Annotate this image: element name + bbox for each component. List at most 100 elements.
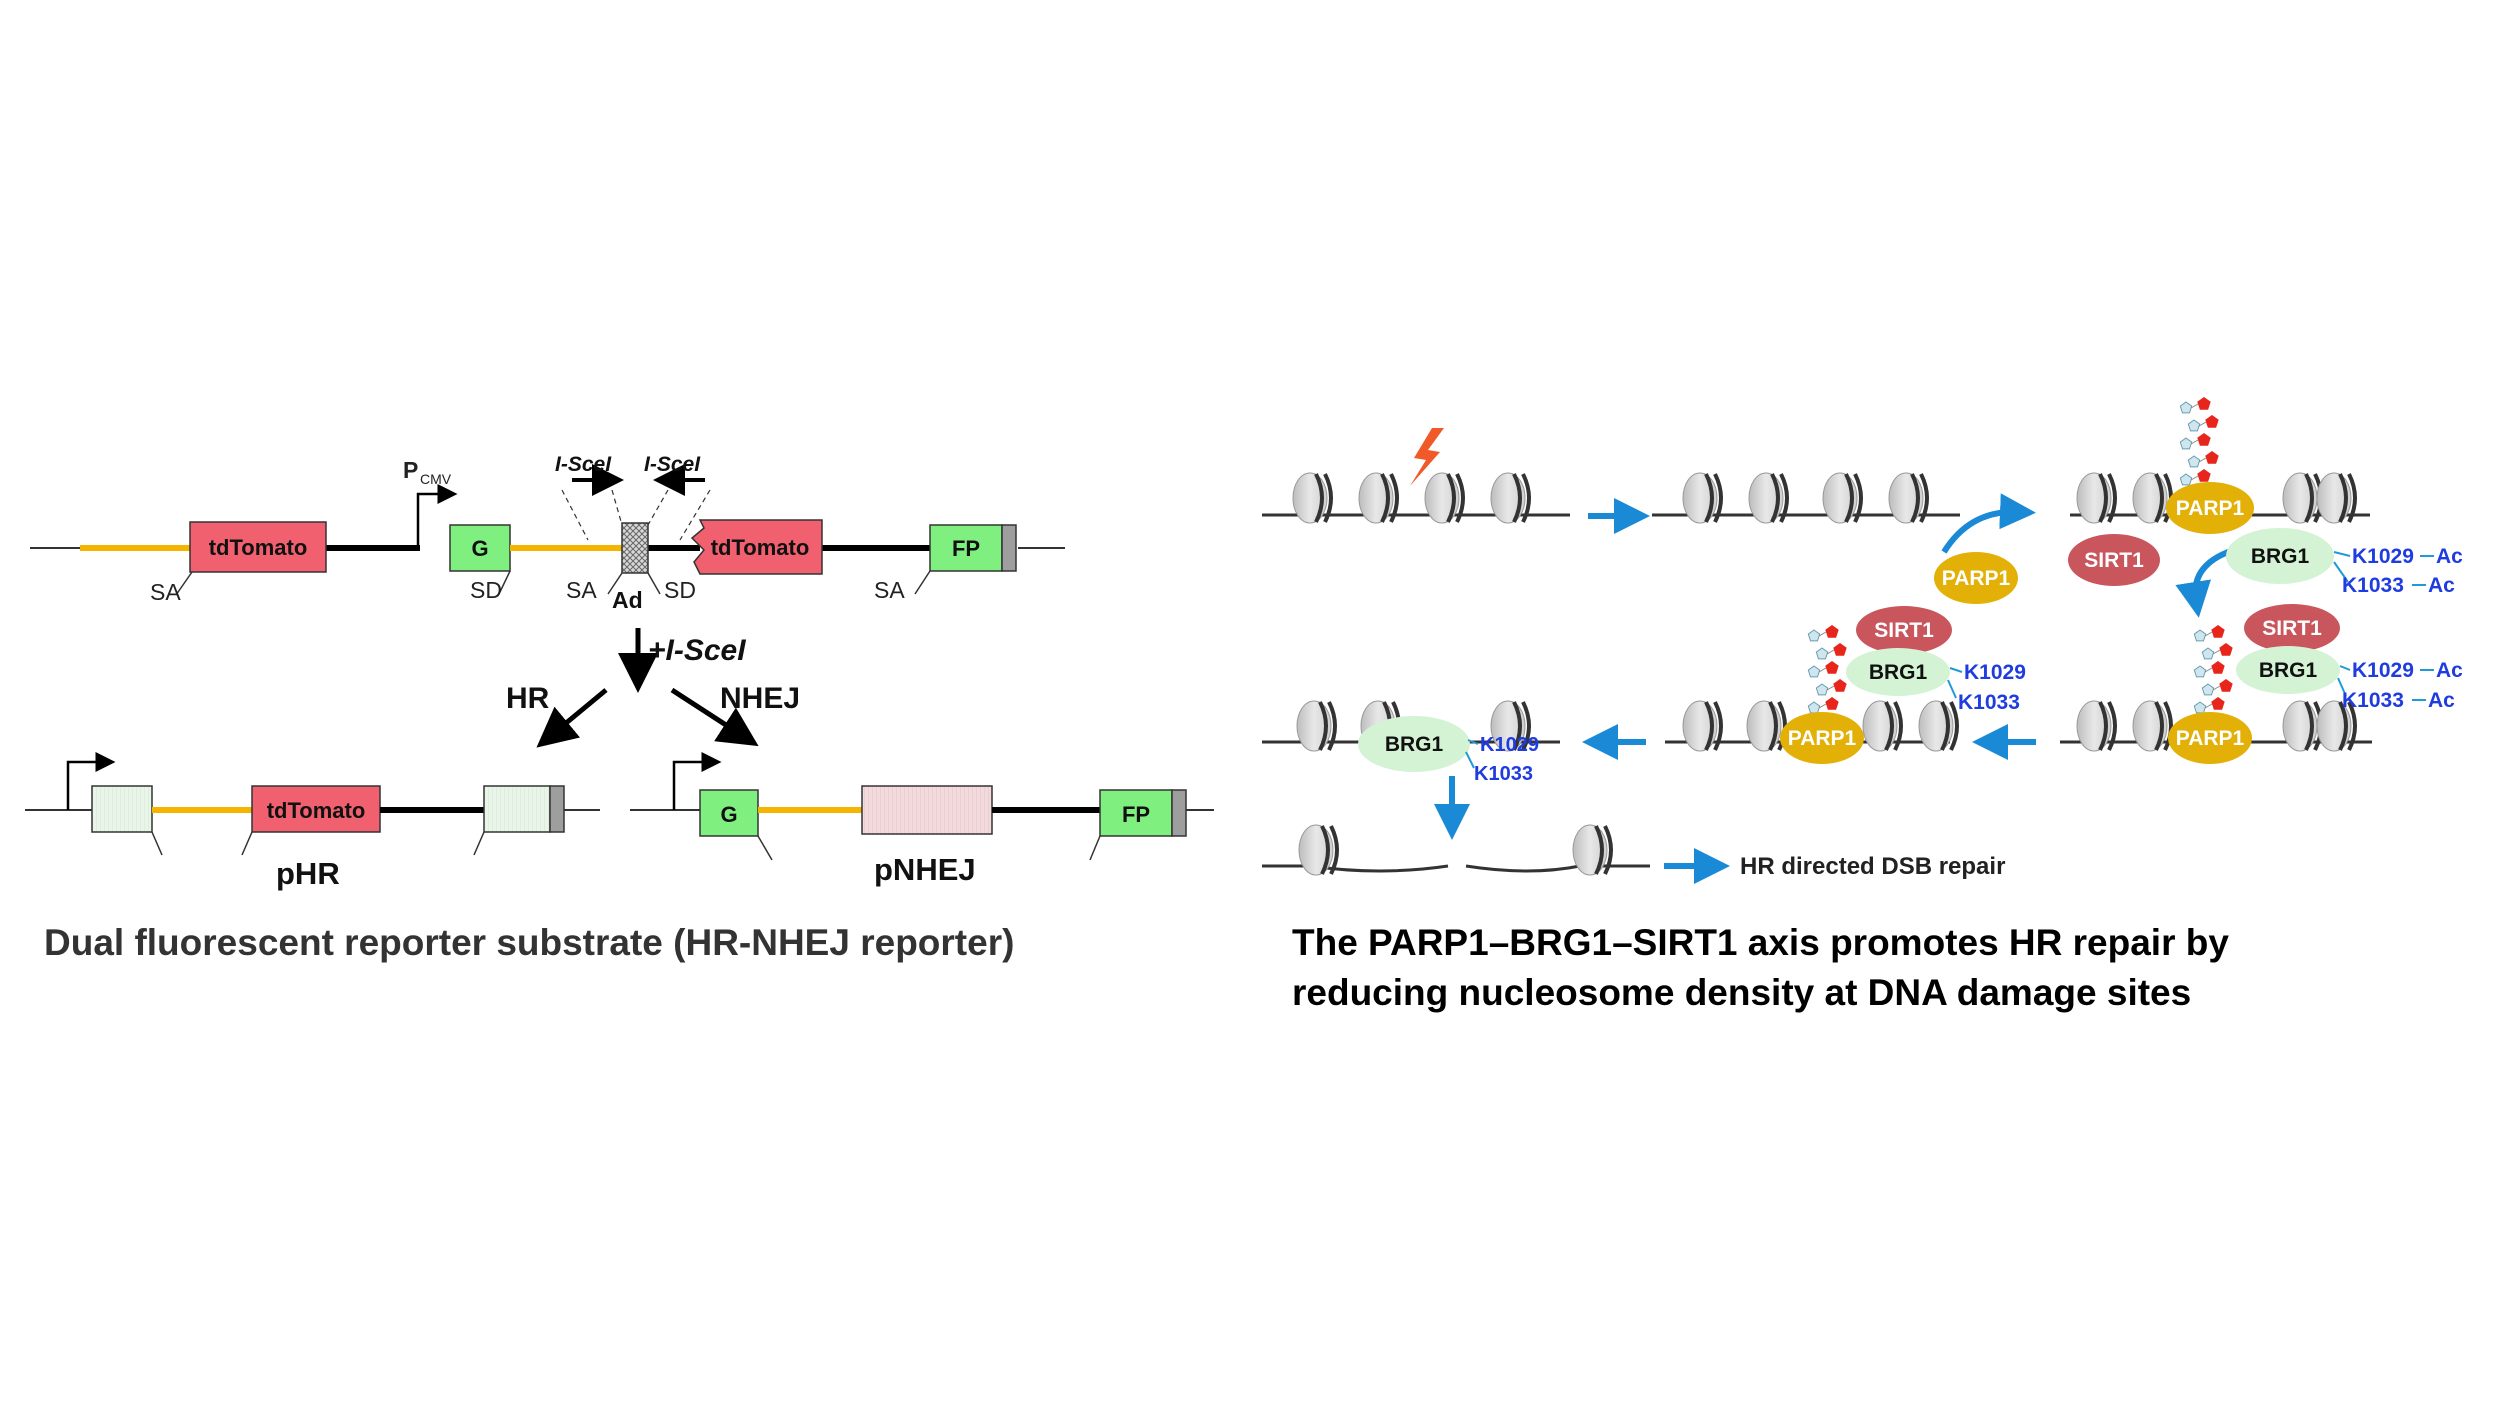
tdtomato-box	[690, 519, 823, 575]
sirt1-label: SIRT1	[2084, 549, 2144, 572]
parp1-label: PARP1	[2176, 497, 2245, 520]
parp1-protein	[2166, 482, 2254, 534]
sd-label: SD	[664, 577, 696, 603]
pale-exon-box	[483, 785, 551, 833]
hr-label: HR	[506, 682, 550, 715]
sd-tick	[499, 570, 511, 593]
gfp-g-box	[449, 524, 511, 572]
tdtomato-box	[251, 785, 381, 833]
k1029-label: K1029	[2352, 659, 2414, 682]
promoter-subscript: CMV	[420, 471, 452, 487]
parp1-label: PARP1	[1788, 727, 1857, 750]
tdtomato-box	[189, 521, 327, 573]
brg1-label: BRG1	[1869, 661, 1928, 684]
gfp-g-box	[699, 789, 759, 837]
brg1-label: BRG1	[1385, 733, 1444, 756]
nucleosome	[2316, 472, 2357, 524]
par-chain	[2193, 625, 2233, 714]
promoter-arrow	[672, 752, 722, 810]
parp1-label: PARP1	[2176, 727, 2245, 750]
ad-label: Ad	[612, 587, 643, 613]
tdtomato-label: tdTomato	[267, 798, 366, 823]
nucleosome	[1822, 472, 1863, 524]
gfp-fp-box	[1099, 789, 1173, 837]
promoter-arrow	[66, 752, 116, 810]
brg1-label: BRG1	[2251, 545, 2310, 568]
nucleosome	[1292, 472, 1333, 524]
nucleosome	[2076, 700, 2117, 752]
hr-branch-arrow	[536, 688, 608, 748]
k1029-label: K1029	[2352, 545, 2414, 568]
sirt1-protein	[1856, 606, 1952, 654]
k1033-label: K1033	[2342, 574, 2404, 597]
phr-product: tdTomato pHR	[25, 752, 600, 891]
phr-label: pHR	[276, 856, 340, 891]
sirt1-label: SIRT1	[1874, 619, 1934, 642]
sirt1-protein	[2068, 534, 2160, 586]
promoter-arrow	[416, 484, 458, 548]
tdtomato-label: tdTomato	[711, 535, 810, 560]
polya-box	[1171, 789, 1187, 837]
sa-label: SA	[874, 577, 905, 603]
nucleosome	[1424, 472, 1465, 524]
hr-repair-label: HR directed DSB repair	[1740, 853, 2005, 880]
tdtomato-label: tdTomato	[209, 535, 308, 560]
nhej-branch-arrow	[670, 687, 759, 747]
k1029-label: K1029	[1480, 734, 1539, 756]
par-chain	[2179, 397, 2219, 486]
nucleosome	[1296, 700, 1337, 752]
parp1-protein	[2168, 712, 2252, 764]
ac-label: Ac	[2428, 689, 2455, 712]
brg1-protein	[2226, 528, 2334, 584]
fp-label: FP	[1122, 802, 1150, 827]
reporter-caption: Dual fluorescent reporter substrate (HR-…	[44, 922, 1015, 963]
nucleosome	[1888, 472, 1929, 524]
sd-label: SD	[470, 577, 502, 603]
scei-label-left: I-SceI	[555, 453, 612, 476]
scei-label-right: I-SceI	[644, 453, 701, 476]
nucleosome	[2282, 700, 2323, 752]
pnhej-label: pNHEJ	[874, 852, 976, 887]
axis-panel: PARP1 PARP1 SIRT1 BRG1 K1029 K1033 Ac Ac…	[1262, 397, 2463, 884]
nucleosome	[2132, 472, 2173, 524]
sirt1-protein	[2244, 604, 2340, 652]
reporter-panel: tdTomato SA P CMV G SD I-SceI I-SceI SA …	[25, 453, 1214, 891]
nucleosome-group	[1292, 472, 2357, 876]
dna-strand	[1262, 864, 1449, 873]
scei-dash	[679, 489, 711, 541]
nucleosome	[1748, 472, 1789, 524]
pale-tdtomato-box	[861, 785, 993, 835]
k1033-label: K1033	[1958, 691, 2020, 714]
axis-caption-line2: reducing nucleosome density at DNA damag…	[1292, 972, 2192, 1013]
ac-label: Ac	[2436, 545, 2463, 568]
brg1-protein	[1846, 648, 1950, 696]
brg1-protein	[2236, 646, 2340, 694]
dna-strand	[1465, 864, 1650, 873]
par-chain-group	[1807, 397, 2233, 714]
nhej-label: NHEJ	[720, 682, 800, 715]
pnhej-product: G FP pNHEJ	[630, 752, 1214, 887]
sa-label: SA	[566, 577, 597, 603]
polya-box	[1001, 524, 1017, 572]
plus-scei-label: +I-SceI	[648, 634, 746, 667]
polya-box	[549, 785, 565, 833]
nucleosome	[1298, 824, 1339, 876]
sa-tick	[175, 571, 193, 596]
par-chain	[1807, 625, 1847, 714]
nucleosome	[1490, 472, 1531, 524]
scei-dash	[561, 489, 589, 541]
sa-tick	[607, 572, 623, 595]
nucleosome	[1572, 824, 1613, 876]
ac-label: Ac	[2436, 659, 2463, 682]
recruit-arrow	[1941, 493, 2036, 554]
promoter-label: P	[403, 457, 418, 483]
sa-label: SA	[150, 579, 181, 605]
sd-tick	[647, 572, 661, 595]
brg1-protein	[1358, 716, 1470, 772]
nucleosome	[1490, 700, 1531, 752]
nucleosome	[1682, 472, 1723, 524]
parp1-protein	[1780, 712, 1864, 764]
pale-exon-box	[91, 785, 153, 833]
nucleosome	[2132, 700, 2173, 752]
